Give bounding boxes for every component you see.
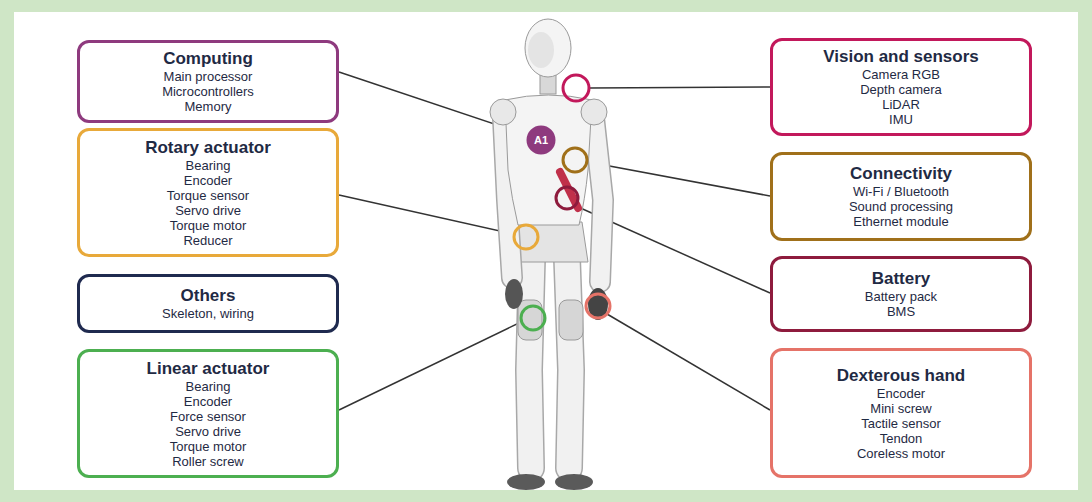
- box-heading: Rotary actuator: [145, 138, 271, 158]
- part-name: Encoder: [877, 386, 925, 401]
- component-box: BatteryBattery packBMS: [770, 256, 1032, 332]
- part-name: Torque sensor: [167, 188, 249, 203]
- connectivity-marker: [563, 148, 587, 172]
- part-name: Sound processing: [849, 199, 953, 214]
- part-name: Bearing: [186, 158, 231, 173]
- part-name: Tendon: [880, 431, 923, 446]
- component-box: ComputingMain processorMicrocontrollersM…: [77, 40, 339, 123]
- component-box: Linear actuatorBearingEncoderForce senso…: [77, 349, 339, 478]
- robot-foot: [507, 474, 545, 490]
- linear-marker: [521, 306, 545, 330]
- leader-line: [588, 162, 770, 196]
- part-name: Roller screw: [172, 454, 244, 469]
- box-heading: Computing: [163, 49, 253, 69]
- part-name: Main processor: [164, 69, 253, 84]
- computing-marker: [528, 127, 554, 153]
- part-name: Camera RGB: [862, 67, 940, 82]
- robot-pelvis: [510, 222, 588, 262]
- rotary-marker: [514, 225, 538, 249]
- part-name: Wi-Fi / Bluetooth: [853, 184, 949, 199]
- part-name: Battery pack: [865, 289, 937, 304]
- robot-leg-outline: [529, 258, 532, 468]
- leader-line: [607, 314, 770, 410]
- part-name: IMU: [889, 112, 913, 127]
- part-name: Torque motor: [170, 439, 247, 454]
- box-heading: Battery: [872, 269, 931, 289]
- leader-line: [339, 195, 513, 234]
- robot-leg-outline: [567, 258, 571, 468]
- part-name: Depth camera: [860, 82, 942, 97]
- part-name: Skeleton, wiring: [162, 306, 254, 321]
- robot-shoulder: [490, 99, 516, 125]
- knee-pad: [559, 300, 583, 340]
- robot-head: [525, 19, 571, 77]
- robot-hand: [505, 279, 523, 309]
- part-name: Coreless motor: [857, 446, 945, 461]
- part-name: BMS: [887, 304, 915, 319]
- part-name: Microcontrollers: [162, 84, 254, 99]
- part-name: Servo drive: [175, 203, 241, 218]
- robot-torso: [505, 95, 592, 225]
- box-heading: Dexterous hand: [837, 366, 965, 386]
- vision-marker: [563, 75, 589, 101]
- part-name: Ethernet module: [853, 214, 948, 229]
- robot-face: [528, 32, 554, 68]
- box-heading: Vision and sensors: [823, 47, 979, 67]
- part-name: Bearing: [186, 379, 231, 394]
- part-name: LiDAR: [882, 97, 920, 112]
- chest-label: A1: [529, 134, 553, 146]
- part-name: Memory: [185, 99, 232, 114]
- part-name: Torque motor: [170, 218, 247, 233]
- part-name: Tactile sensor: [861, 416, 940, 431]
- component-box: ConnectivityWi-Fi / BluetoothSound proce…: [770, 152, 1032, 241]
- hand-marker: [586, 294, 610, 318]
- part-name: Encoder: [184, 394, 232, 409]
- part-name: Mini screw: [870, 401, 931, 416]
- box-heading: Connectivity: [850, 164, 952, 184]
- component-box: OthersSkeleton, wiring: [77, 274, 339, 333]
- battery-marker: [556, 187, 578, 209]
- box-heading: Others: [181, 286, 236, 306]
- component-box: Rotary actuatorBearingEncoderTorque sens…: [77, 128, 339, 257]
- robot-arm-outline: [594, 118, 603, 282]
- component-box: Vision and sensorsCamera RGBDepth camera…: [770, 38, 1032, 136]
- robot-foot: [555, 474, 593, 490]
- robot-leg: [529, 258, 532, 468]
- robot-arm: [594, 118, 603, 282]
- leader-line: [590, 87, 770, 88]
- leader-line: [339, 322, 521, 410]
- part-name: Reducer: [183, 233, 232, 248]
- part-name: Encoder: [184, 173, 232, 188]
- box-heading: Linear actuator: [147, 359, 270, 379]
- part-name: Servo drive: [175, 424, 241, 439]
- part-name: Force sensor: [170, 409, 246, 424]
- robot-leg: [567, 258, 571, 468]
- robot-shoulder: [581, 99, 607, 125]
- component-box: Dexterous handEncoderMini screwTactile s…: [770, 348, 1032, 478]
